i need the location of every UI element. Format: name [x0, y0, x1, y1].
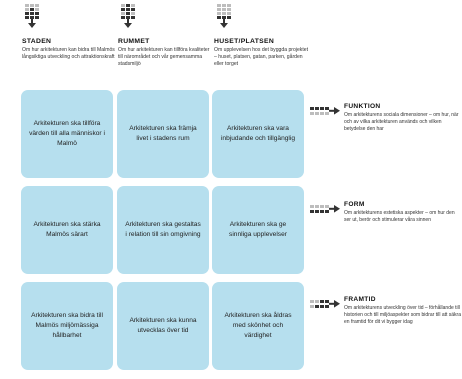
column-title: HUSET/PLATSEN: [214, 38, 275, 45]
arrow-right-icon: [310, 300, 340, 308]
column-header-huset-platsen: HUSET/PLATSEN Om upplevelsen hos det byg…: [214, 4, 310, 68]
room-stack-icon: [121, 4, 135, 28]
cell-huset-form: Arkitekturen ska ge sinnliga upplevelser: [212, 186, 304, 274]
row-text: FRAMTID Om arkitekturens utveckling över…: [344, 296, 462, 326]
row-title: FUNKTION: [344, 103, 381, 110]
row-title: FRAMTID: [344, 296, 376, 303]
cell-staden-form: Arkitekturen ska stärka Malmös särart: [21, 186, 113, 274]
column-title: STADEN: [22, 38, 52, 45]
building-stack-icon: [25, 4, 39, 28]
cell-rummet-form: Arkitekturen ska gestaltas i relation ti…: [117, 186, 209, 274]
cell-staden-funktion: Arkitekturen ska tillföra värden till al…: [21, 90, 113, 178]
column-title: RUMMET: [118, 38, 150, 45]
row-description: Om arkitekturens sociala dimensioner – o…: [344, 112, 459, 132]
cell-rummet-funktion: Arkitekturen ska främja livet i stadens …: [117, 90, 209, 178]
row-text: FORM Om arkitekturens estetiska aspekter…: [344, 201, 462, 224]
row-title: FORM: [344, 201, 365, 208]
column-header-rummet: RUMMET Om hur arkitekturen kan tillföra …: [118, 4, 214, 68]
cell-huset-funktion: Arkitekturen ska vara inbjudande och til…: [212, 90, 304, 178]
column-description: Om hur arkitekturen kan bidra till Malmö…: [22, 47, 115, 60]
row-description: Om arkitekturens estetiska aspekter – om…: [344, 210, 455, 223]
cell-huset-framtid: Arkitekturen ska åldras med skönhet och …: [212, 282, 304, 370]
cell-rummet-framtid: Arkitekturen ska kunna utvecklas över ti…: [117, 282, 209, 370]
column-description: Om hur arkitekturen kan tillföra kvalite…: [118, 47, 210, 67]
cell-staden-framtid: Arkitekturen ska bidra till Malmös miljö…: [21, 282, 113, 370]
arrow-right-icon: [310, 107, 340, 115]
column-description: Om upplevelsen hos det byggda projektet …: [214, 47, 309, 67]
row-description: Om arkitekturens utveckling över tid – f…: [344, 305, 461, 325]
arrow-right-icon: [310, 205, 340, 213]
column-header-staden: STADEN Om hur arkitekturen kan bidra til…: [22, 4, 118, 61]
house-grid-icon: [217, 4, 231, 28]
row-text: FUNKTION Om arkitekturens sociala dimens…: [344, 103, 462, 133]
